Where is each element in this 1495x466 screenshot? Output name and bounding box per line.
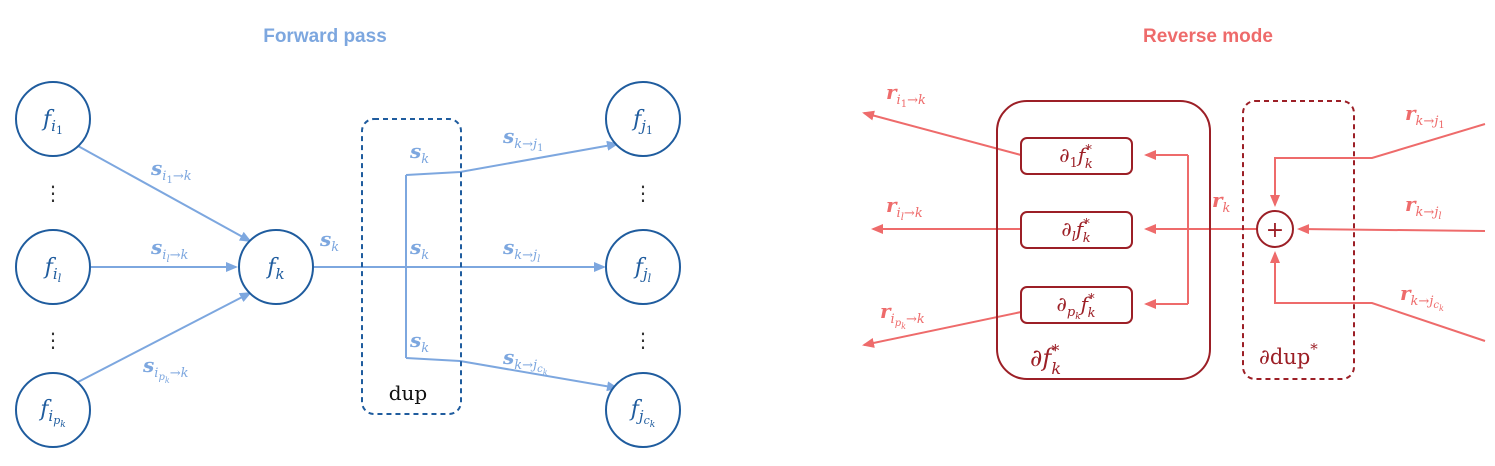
label-r-k-j1: rk→j1 <box>1405 101 1445 131</box>
label-s-k-top: sk <box>409 139 429 167</box>
svg-text:∂pkf*k: ∂pkf*k <box>1057 292 1096 322</box>
svg-text:∂lf*k: ∂lf*k <box>1061 217 1090 246</box>
label-s-k-bot: sk <box>409 328 429 356</box>
edge-rkjck-to-sum <box>1270 251 1486 342</box>
node-f-j1: fj1 <box>605 81 681 157</box>
edge-dpk-to-out <box>862 311 1022 348</box>
node-f-il: fil <box>15 229 91 305</box>
label-r-il-k: ril→k <box>886 193 923 223</box>
edge-rkj1-to-sum <box>1270 123 1486 207</box>
sum-symbol: + <box>1266 218 1284 243</box>
reverse-mode-title: Reverse mode <box>1143 26 1273 47</box>
partial-fk-group-label: ∂f*k <box>1030 341 1061 378</box>
label-s-il-k: sil→k <box>150 235 189 265</box>
label-r-ipk-k: ripk→k <box>880 299 925 331</box>
edge-dup-to-jck <box>405 357 619 392</box>
sum-node: + <box>1256 210 1294 248</box>
edge-ipk-to-k <box>77 292 252 383</box>
partial-fk-group-box <box>996 100 1211 380</box>
node-f-k: fk <box>238 229 314 305</box>
label-s-k-j1: sk→j1 <box>502 124 543 154</box>
partial-box-l: ∂lf*k <box>1020 211 1133 249</box>
edge-i1-to-k <box>77 145 252 242</box>
label-s-k-jl: sk→jl <box>502 235 540 265</box>
node-f-jck: fjck <box>605 372 681 448</box>
vdots-right-top: ⋮ <box>633 181 653 205</box>
label-r-k-jck: rk→jck <box>1400 281 1444 313</box>
label-s-k: sk <box>319 227 339 255</box>
vdots-left-bottom: ⋮ <box>43 328 63 352</box>
svg-text:∂1f*k: ∂1f*k <box>1059 143 1093 172</box>
label-r-k-jl: rk→jl <box>1405 192 1442 222</box>
dup-label: dup <box>389 381 428 405</box>
partial-box-1: ∂1f*k <box>1020 137 1133 175</box>
partial-dup-label: ∂dup* <box>1259 340 1318 369</box>
edge-d1-to-out <box>862 110 1022 156</box>
node-f-ipk: fipk <box>15 372 91 448</box>
dup-box <box>361 118 462 415</box>
node-f-i1: fi1 <box>15 81 91 157</box>
partial-box-pk: ∂pkf*k <box>1020 286 1133 324</box>
label-s-i1-k: si1→k <box>150 156 192 186</box>
forward-pass-title: Forward pass <box>263 26 387 47</box>
label-s-k-mid: sk <box>409 235 429 263</box>
label-s-ipk-k: sipk→k <box>142 353 189 385</box>
vdots-left-top: ⋮ <box>43 181 63 205</box>
node-f-jl: fjl <box>605 229 681 305</box>
label-r-i1-k: ri1→k <box>886 80 926 110</box>
vdots-right-bottom: ⋮ <box>633 328 653 352</box>
label-s-k-jck: sk→jck <box>502 345 548 377</box>
label-r-k: rk <box>1212 188 1231 216</box>
edge-dup-to-j1 <box>405 140 619 176</box>
edge-rkjl-to-sum <box>1297 224 1486 235</box>
